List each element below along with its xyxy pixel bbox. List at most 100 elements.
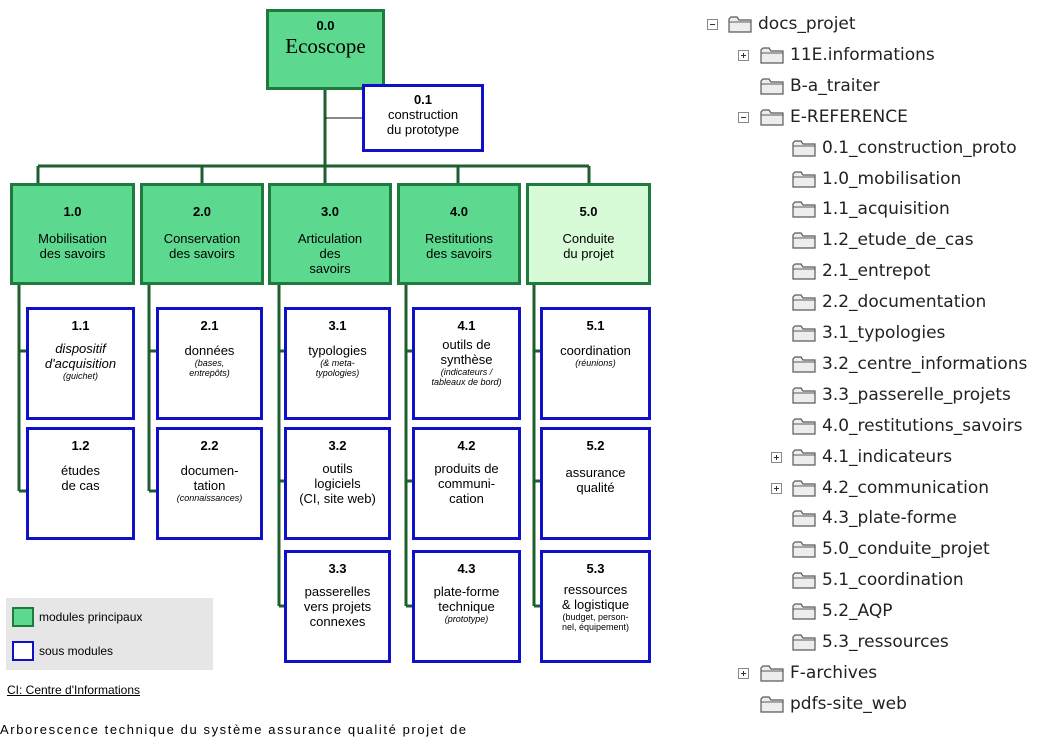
submodule-label: cation [449, 491, 484, 506]
folder-item[interactable]: 5.1_coordination [792, 567, 964, 593]
folder-item[interactable]: 2.1_entrepot [792, 258, 930, 284]
folder-item[interactable]: 4.3_plate-forme [792, 505, 957, 531]
folder-item[interactable]: 3.3_passerelle_projets [792, 382, 1011, 408]
folder-item[interactable]: 2.2_documentation [792, 289, 986, 315]
submodule-box-3-1: 3.1 typologies (& meta- typologies) [284, 307, 391, 420]
submodule-label: outils [322, 461, 353, 476]
submodule-note: (réunions) [575, 358, 616, 368]
submodule-label: logiciels [314, 476, 361, 491]
submodule-note: (guichet) [62, 371, 98, 381]
module-box-4: 4.0 Restitutions des savoirs [397, 183, 521, 285]
folder-item[interactable]: 0.1_construction_proto [792, 135, 1017, 161]
submodule-box-1-1: 1.1 dispositif d'acquisition (guichet) [26, 307, 135, 420]
module-label: du projet [563, 246, 614, 261]
folder-icon [760, 46, 784, 65]
folder-icon [760, 695, 784, 714]
submodule-box-2-1: 2.1 données (bases, entrepôts) [156, 307, 263, 420]
submodule-box-1-2: 1.2 études de cas [26, 427, 135, 540]
expand-icon[interactable] [738, 668, 749, 679]
module-label: des savoirs [426, 246, 492, 261]
submodule-note: typologies) [315, 368, 360, 378]
submodule-box-5-2: 5.2 assurance qualité [540, 427, 651, 540]
module-box-5: 5.0 Conduite du projet [526, 183, 651, 285]
folder-item[interactable]: 3.1_typologies [792, 320, 945, 346]
folder-icon [792, 293, 816, 312]
folder-icon [792, 633, 816, 652]
expand-icon[interactable] [771, 483, 782, 494]
folder-item[interactable]: F-archives [760, 660, 877, 686]
ci-footnote: CI: Centre d'Informations [7, 683, 141, 697]
collapse-icon[interactable] [738, 112, 749, 123]
submodule-label: technique [438, 599, 495, 614]
collapse-icon[interactable] [707, 19, 718, 30]
folder-item[interactable]: 1.2_etude_de_cas [792, 227, 974, 253]
submodule-label: qualité [576, 480, 615, 495]
submodule-number: 1.1 [71, 318, 90, 333]
folder-label: 4.3_plate-forme [822, 508, 957, 528]
folder-item[interactable]: 1.0_mobilisation [792, 166, 961, 192]
folder-item[interactable]: 4.2_communication [792, 475, 989, 501]
submodule-label: données [184, 343, 235, 358]
submodule-number: 4.2 [457, 438, 476, 453]
folder-item[interactable]: 5.0_conduite_projet [792, 536, 990, 562]
folder-icon [792, 200, 816, 219]
submodule-box-4-1: 4.1 outils de synthèse (indicateurs / ta… [412, 307, 521, 420]
folder-icon [792, 602, 816, 621]
legend-sub-label: sous modules [39, 644, 114, 658]
folder-label: 4.1_indicateurs [822, 447, 953, 467]
folder-item[interactable]: 11E.informations [760, 42, 935, 68]
folder-icon [792, 417, 816, 436]
caption: Arborescence technique du système assura… [0, 722, 468, 737]
folder-item[interactable]: 4.1_indicateurs [792, 444, 952, 470]
folder-item[interactable]: 1.1_acquisition [792, 196, 950, 222]
folder-label: 3.3_passerelle_projets [822, 385, 1011, 405]
submodule-label: tation [193, 478, 226, 493]
submodule-number: 3.1 [328, 318, 347, 333]
submodule-number: 5.1 [586, 318, 605, 333]
module-number: 4.0 [449, 204, 469, 219]
folder-label: 2.1_entrepot [822, 261, 931, 281]
module-label: Conservation [163, 231, 241, 246]
folder-item[interactable]: 5.2_AQP [792, 598, 893, 624]
folder-label: B-a_traiter [790, 76, 880, 96]
folder-label: pdfs-site_web [790, 694, 907, 714]
folder-item[interactable]: docs_projet [728, 11, 856, 37]
submodule-box-2-2: 2.2 documen- tation (connaissances) [156, 427, 263, 540]
submodule-label: vers projets [303, 599, 372, 614]
prototype-label-line1: construction [387, 107, 459, 122]
folder-item[interactable]: 5.3_ressources [792, 629, 949, 655]
submodule-number: 4.3 [457, 561, 476, 576]
module-label: Conduite [562, 231, 615, 246]
module-label: des savoirs [169, 246, 235, 261]
expand-icon[interactable] [738, 50, 749, 61]
folder-item[interactable]: E-REFERENCE [760, 104, 908, 130]
prototype-number: 0.1 [413, 92, 433, 107]
module-box-1: 1.0 Mobilisation des savoirs [10, 183, 135, 285]
module-number: 1.0 [63, 204, 82, 219]
folder-label: 5.3_ressources [822, 632, 949, 652]
folder-label: 2.2_documentation [822, 292, 987, 312]
legend-sub-swatch [12, 641, 34, 661]
folder-icon [792, 355, 816, 374]
module-label: des savoirs [39, 246, 106, 261]
folder-item[interactable]: pdfs-site_web [760, 691, 907, 717]
module-label: Restitutions [425, 231, 493, 246]
submodule-label: documen- [180, 463, 239, 478]
module-box-2: 2.0 Conservation des savoirs [140, 183, 264, 285]
folder-label: 1.1_acquisition [822, 199, 950, 219]
folder-item[interactable]: 3.2_centre_informations [792, 351, 1027, 377]
folder-label: 4.0_restitutions_savoirs [822, 416, 1023, 436]
submodule-box-5-1: 5.1 coordination (réunions) [540, 307, 651, 420]
folder-icon [792, 170, 816, 189]
legend-main-swatch [12, 607, 34, 627]
submodule-note: tableaux de bord) [431, 377, 502, 387]
folder-item[interactable]: 4.0_restitutions_savoirs [792, 413, 1023, 439]
module-number: 5.0 [579, 204, 598, 219]
folder-icon [792, 231, 816, 250]
expand-icon[interactable] [771, 452, 782, 463]
folder-label: E-REFERENCE [790, 107, 908, 127]
submodule-box-5-3: 5.3 ressources & logistique (budget, per… [540, 550, 651, 663]
folder-icon [792, 509, 816, 528]
folder-item[interactable]: B-a_traiter [760, 73, 880, 99]
